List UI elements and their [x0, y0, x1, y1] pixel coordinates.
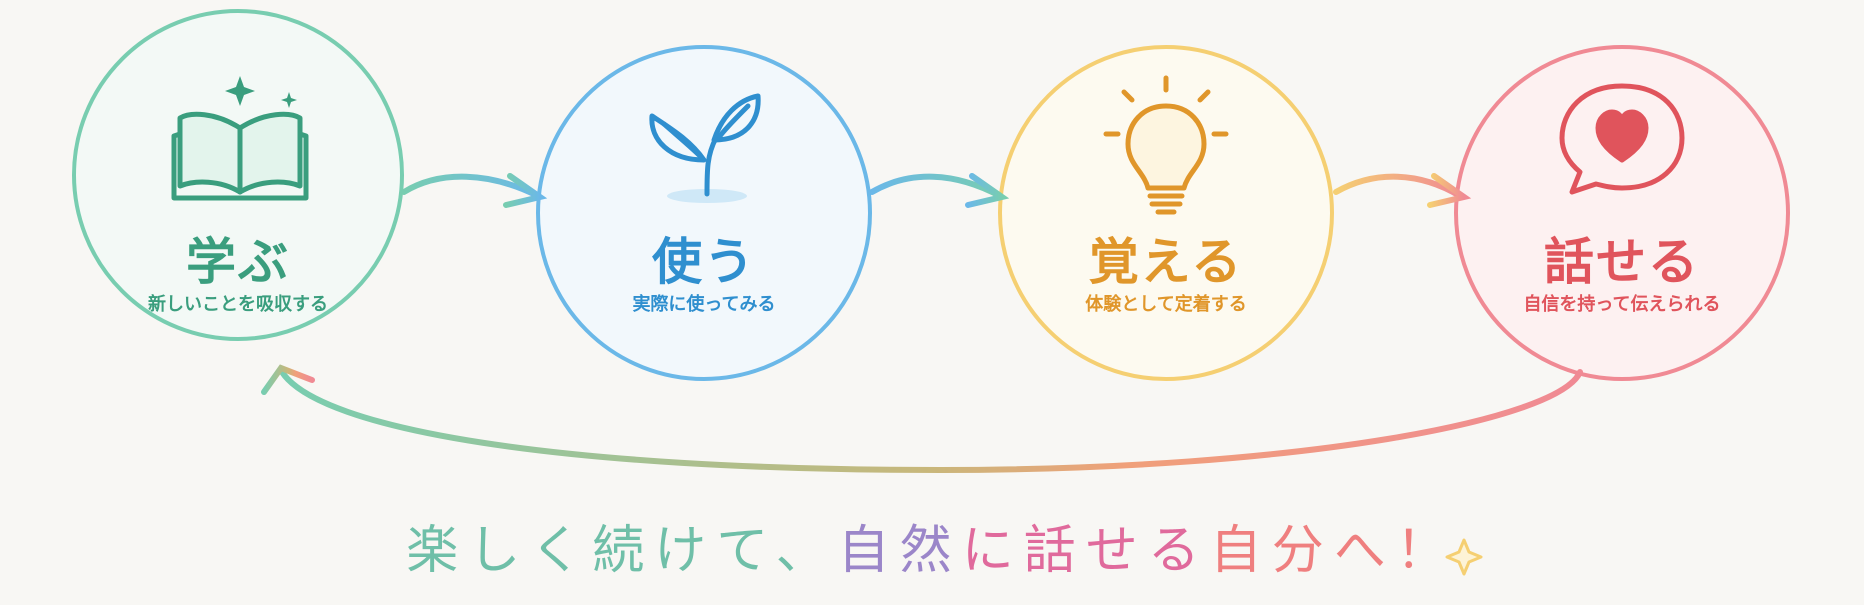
step-subtitle-learn: 新しいことを吸収する	[148, 294, 328, 315]
tagline: 楽しく続けて、自然に話せる自分へ！	[0, 508, 1864, 583]
lightbulb-icon	[1103, 75, 1229, 215]
arrow-learn-to-use	[401, 173, 548, 208]
step-title-remember: 覚える	[1088, 233, 1244, 291]
step-title-use: 使う	[652, 233, 756, 291]
step-subtitle-remember: 体験として定着する	[1085, 294, 1247, 315]
tagline-part-2: 自然	[837, 521, 962, 581]
step-circle-use	[536, 45, 872, 381]
open-book-icon	[171, 111, 309, 201]
step-subtitle-use: 実際に使ってみる	[632, 294, 776, 315]
step-subtitle-speak: 自信を持って伝えられる	[1523, 294, 1721, 315]
step-circle-speak	[1454, 45, 1790, 381]
heart-speech-bubble-icon	[1559, 83, 1685, 195]
step-title-speak: 話せる	[1544, 233, 1700, 291]
tagline-part-4: 自分へ！	[1209, 521, 1458, 581]
arrow-remember-to-speak	[1333, 173, 1472, 208]
return-loop-arrow	[261, 364, 1583, 474]
step-title-learn: 学ぶ	[186, 233, 290, 291]
tagline-sparkle-icon	[1445, 538, 1483, 576]
arrow-use-to-remember	[869, 173, 1010, 208]
tagline-part-1: 楽しく続けて、	[406, 521, 838, 581]
sprout-icon	[649, 93, 761, 203]
tagline-part-3: に話せる	[961, 521, 1210, 581]
sparkle-icon	[225, 76, 297, 108]
